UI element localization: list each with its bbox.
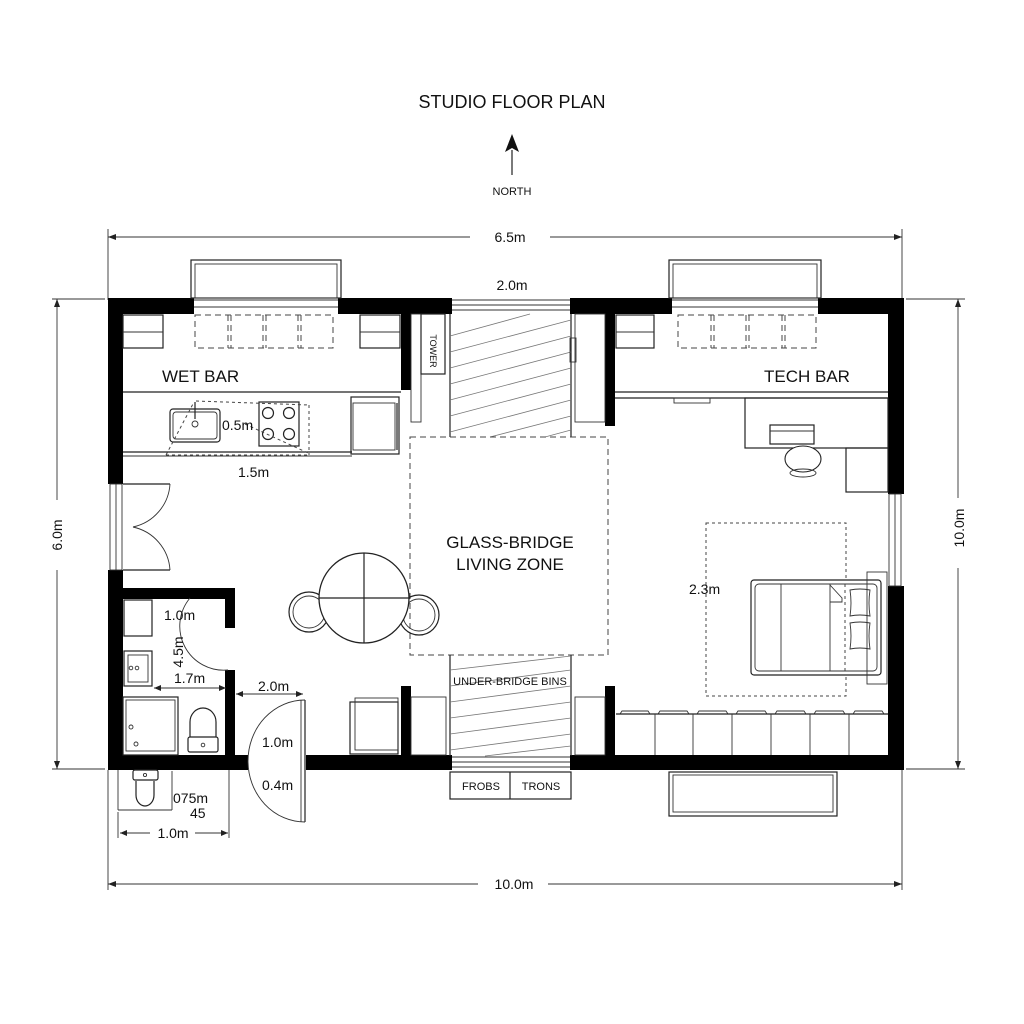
north-arrow-icon — [505, 134, 519, 175]
page-title: STUDIO FLOOR PLAN — [418, 92, 605, 112]
exterior-walls — [108, 298, 904, 770]
dim-wc-width: 1.0m — [157, 825, 188, 841]
desk-with-chair-icon — [744, 397, 889, 493]
bathroom-fixtures — [122, 597, 229, 756]
room-label-wet-bar: WET BAR — [162, 367, 239, 386]
window-left — [109, 483, 123, 571]
room-label-living-1: GLASS-BRIDGE — [446, 533, 574, 552]
stove-icon — [258, 401, 300, 447]
window-right — [888, 493, 902, 587]
under-bridge-bins — [449, 771, 572, 800]
dim-door-leaf-1: 1.0m — [262, 734, 293, 750]
glass-bridge-bottom-hatch — [410, 655, 606, 757]
dimension-bottom-overall — [107, 770, 903, 890]
bridge-window-bottom — [452, 756, 570, 768]
dim-bath-width: 1.7m — [174, 670, 205, 686]
dining-table-icon — [288, 552, 440, 644]
fridge-icon — [350, 396, 400, 455]
dimension-right-label: 10.0m — [951, 509, 967, 548]
bed-icon — [750, 571, 888, 685]
dim-entry-width: 2.0m — [258, 678, 289, 694]
dimension-top-label: 6.5m — [494, 229, 525, 245]
tech-bar-cabinets — [615, 314, 888, 404]
bin-label-right[interactable]: TRONS — [522, 781, 561, 793]
dim-bridge-width: 2.0m — [496, 277, 527, 293]
dimension-top-overall — [107, 229, 903, 300]
tower-label: TOWER — [428, 334, 438, 368]
dim-door-leaf-2: 0.4m — [262, 777, 293, 793]
interior-walls — [123, 314, 615, 756]
bin-label-left[interactable]: FROBS — [462, 781, 500, 793]
dimension-left-label: 6.0m — [49, 519, 65, 550]
armchair-icon — [349, 697, 399, 755]
wet-bar-cabinets — [122, 314, 401, 457]
dimension-right-overall — [906, 298, 965, 770]
balcony-window-bottom-right — [668, 771, 838, 817]
living-zone-outline — [409, 436, 609, 656]
double-door-left[interactable] — [123, 483, 171, 571]
glass-bridge-top-hatch — [449, 313, 577, 438]
main-entry-door[interactable] — [236, 691, 306, 823]
sink-icon — [169, 402, 221, 443]
dimension-left-overall — [52, 298, 105, 770]
dim-wc-depth: 075m — [173, 790, 208, 806]
storage-bench — [616, 710, 888, 755]
room-label-living-2: LIVING ZONE — [456, 555, 564, 574]
dim-bath-top: 1.0m — [164, 607, 195, 623]
dim-wet-bar-length: 1.5m — [238, 464, 269, 480]
room-label-tech-bar: TECH BAR — [764, 367, 850, 386]
wet-bar-dimension-lines — [165, 400, 310, 456]
dimension-bottom-label: 10.0m — [495, 876, 534, 892]
wc-icon — [117, 769, 230, 838]
dim-wc-angle: 45 — [190, 805, 206, 821]
balcony-window-left — [190, 259, 342, 308]
dim-bath-vertical: 4.5m — [170, 636, 186, 667]
balcony-window-right — [668, 259, 822, 308]
tower-unit — [410, 313, 446, 423]
bridge-window-top — [452, 299, 570, 311]
dim-bed-zone: 2.3m — [689, 581, 720, 597]
dim-sink-stove: 0.5m — [222, 417, 253, 433]
north-label: NORTH — [493, 186, 532, 198]
room-label-under-bridge: UNDER-BRIDGE BINS — [453, 676, 567, 688]
tech-bar-side-panel — [574, 313, 606, 423]
